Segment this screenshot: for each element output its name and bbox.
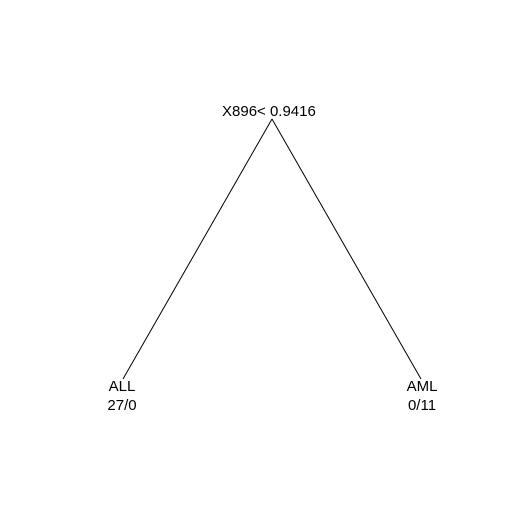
leaf-left-class-label: ALL	[108, 378, 136, 395]
leaf-node-left: ALL 27/0	[100, 377, 144, 415]
left-branch-line	[122, 118, 273, 380]
leaf-node-right: AML 0/11	[400, 377, 444, 415]
leaf-right-counts: 0/11	[407, 397, 437, 414]
split-condition-label: X896< 0.9416	[222, 103, 316, 120]
right-branch-line	[271, 118, 422, 380]
leaf-right-class-label: AML	[406, 378, 438, 395]
leaf-left-counts: 27/0	[107, 397, 137, 414]
